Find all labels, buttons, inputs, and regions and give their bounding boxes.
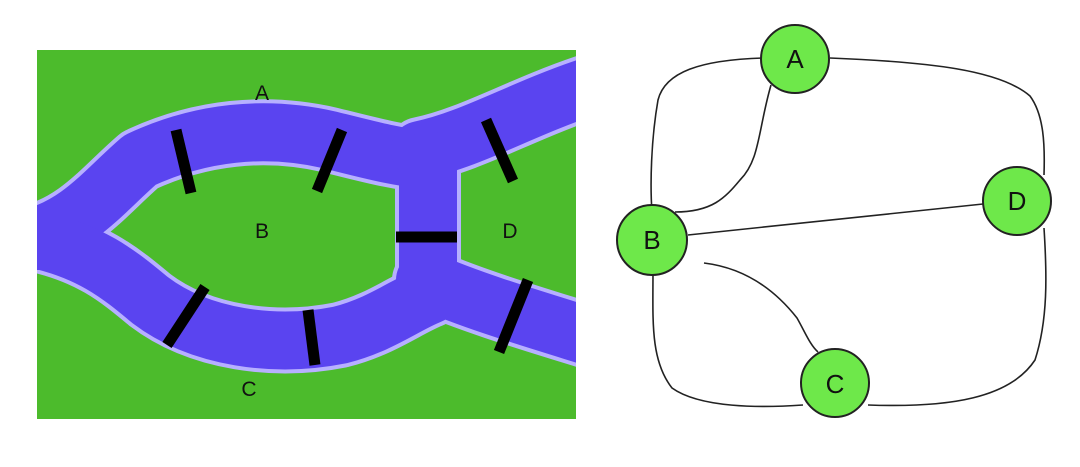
bridge-c-d (493, 277, 534, 355)
river-map: A B C D (37, 50, 576, 419)
graph-nodes: A B C D (616, 24, 1052, 418)
edge-b-c-outer (652, 269, 804, 408)
bridge-b-c-east (302, 309, 321, 366)
edge-a-b-outer (650, 57, 764, 213)
bridge-a-d (480, 117, 519, 184)
river (37, 56, 576, 374)
bridge-b-c-west (162, 283, 210, 349)
region-label-d: D (502, 220, 517, 243)
graph-edges (650, 57, 1047, 408)
edge-a-b-inner (674, 84, 772, 213)
graph-node-a: A (760, 24, 830, 94)
edge-c-d (867, 227, 1047, 407)
graph-node-label-d: D (1008, 186, 1027, 216)
graph-node-b: B (616, 204, 688, 276)
graph-node-d: D (982, 166, 1052, 236)
bridge-a-b-west (170, 128, 197, 195)
bridges (162, 117, 534, 366)
graph-node-c: C (800, 348, 870, 418)
region-label-a: A (255, 82, 269, 105)
edge-a-d (829, 57, 1046, 176)
region-label-c: C (241, 378, 256, 401)
graph-node-label-c: C (826, 369, 845, 399)
edge-b-d (687, 203, 984, 236)
bridge-a-b-east (311, 127, 348, 194)
region-label-b: B (255, 220, 269, 243)
graph-node-label-a: A (786, 44, 804, 74)
edge-b-c-inner (703, 262, 819, 353)
multigraph: A B C D (616, 24, 1052, 418)
graph-node-label-b: B (643, 225, 660, 255)
